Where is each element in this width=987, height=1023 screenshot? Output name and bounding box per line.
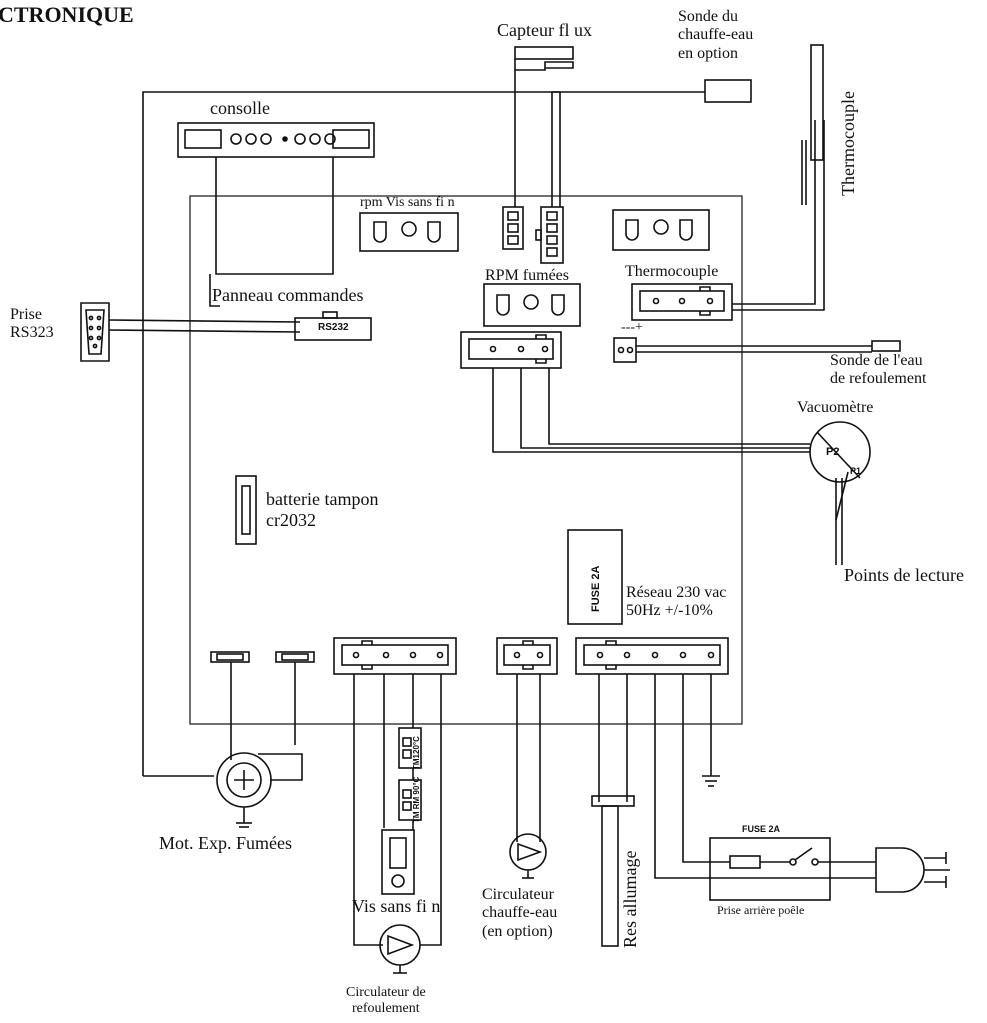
label-consolle: consolle <box>210 98 270 118</box>
label-polarity: ---+ <box>621 320 643 335</box>
rpm-vis-connector <box>359 212 459 252</box>
label-sonde-eau-refoulement: Sonde de l'eau de refoulement <box>830 352 927 388</box>
label-prise-arriere: Prise arrière poêle <box>717 903 805 917</box>
label-mot-exp-fumees: Mot. Exp. Fumées <box>159 833 292 853</box>
label-rpm-vis-sans-fin: rpm Vis sans fi n <box>360 195 455 210</box>
label-circulateur-refoulement: Circulateur de refoulement <box>346 985 426 1017</box>
vis-motor <box>381 829 415 895</box>
label-tm120: TM120°C <box>412 736 421 770</box>
capteur-flux-sensor <box>514 46 574 60</box>
vacuometre-gauge <box>809 421 871 483</box>
label-sonde-chauffe-eau: Sonde du chauffe-eau en option <box>678 8 754 62</box>
sonde-chauffe-eau-sensor <box>704 79 752 103</box>
label-reseau: Réseau 230 vac 50Hz +/-10% <box>626 584 727 620</box>
label-rpm-fumees: RPM fumées <box>485 267 569 284</box>
thermocouple-probe <box>810 44 824 161</box>
label-fuse-plug: FUSE 2A <box>742 824 781 834</box>
label-capteur-flux: Capteur fl ux <box>497 20 592 40</box>
power-connector <box>575 637 729 675</box>
res-allumage <box>601 805 619 947</box>
prise-arriere-box <box>709 837 831 901</box>
tm120-switch <box>398 727 422 769</box>
tm90-switch <box>398 779 422 821</box>
console-box <box>177 122 375 158</box>
circulateur-connector <box>496 637 558 675</box>
wire-loop-top <box>142 91 561 776</box>
db9-port <box>80 302 110 362</box>
label-p1: P1 <box>850 466 862 476</box>
label-vacuometre: Vacuomètre <box>797 399 874 416</box>
label-fuse-board: FUSE 2A <box>590 565 602 612</box>
vis-connector <box>333 637 457 675</box>
label-batterie-tampon: batterie tampon cr2032 <box>266 489 379 530</box>
label-prise-rs323: Prise RS323 <box>10 306 54 342</box>
label-p2: P2 <box>826 446 840 458</box>
label-circulateur-chauffe-eau: Circulateur chauffe-eau (en option) <box>482 886 558 940</box>
wire-sonde-chauffe-eau <box>551 91 705 207</box>
power-plug <box>875 847 925 893</box>
label-vis-sans-fin: Vis sans fi n <box>352 896 441 916</box>
page-title: CTRONIQUE <box>0 2 134 27</box>
control-board <box>189 195 743 725</box>
label-res-allumage: Res allumage <box>620 850 640 948</box>
battery-holder <box>235 475 257 545</box>
label-tm90: TM RM 90°C <box>412 776 421 823</box>
fuse-board <box>567 529 623 625</box>
label-thermocouple-board: Thermocouple <box>625 263 719 280</box>
label-panneau-commandes: Panneau commandes <box>212 285 364 305</box>
rpm-fumees-connector <box>483 283 581 327</box>
label-rs232: RS232 <box>318 322 349 333</box>
thermocouple-connector <box>631 283 733 321</box>
label-points-de-lecture: Points de lecture <box>844 565 964 585</box>
label-thermocouple-vertical: Thermocouple <box>838 91 858 196</box>
